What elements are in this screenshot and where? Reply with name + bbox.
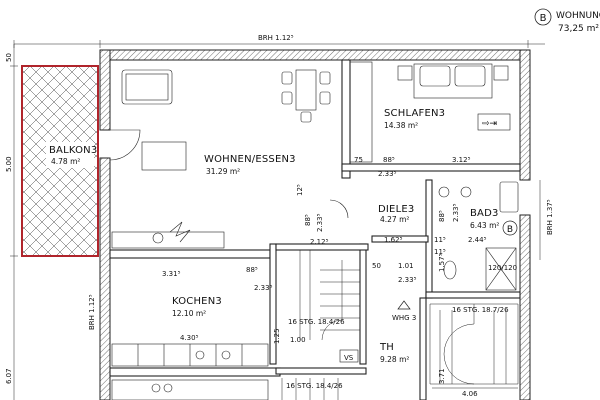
dim-88-wohnen: 88⁵	[304, 214, 312, 226]
stair-lower	[281, 378, 339, 400]
dim-371: 3.71	[438, 368, 446, 384]
room-name-wohnen: WOHNEN/ESSEN3	[204, 154, 296, 165]
room-area-th: 9.28 m²	[380, 355, 409, 364]
dim-212: 2.12⁵	[310, 238, 329, 246]
room-name-th: TH	[379, 342, 394, 353]
room-name-kochen: KOCHEN3	[172, 296, 222, 307]
dim-11b: 11⁵	[434, 248, 446, 256]
dim-left-500: 5.00	[5, 156, 13, 172]
brh-top-label: BRH 1.12⁵	[258, 34, 294, 42]
room-labels: WOHNEN/ESSEN3 31.29 m² SCHLAFEN3 14.38 m…	[172, 108, 499, 364]
dim-50: 50	[372, 262, 381, 270]
unit-badge-circle	[534, 8, 552, 26]
dim-233-diele: 2.33⁵	[452, 203, 460, 222]
dim-100: 1.00	[290, 336, 306, 344]
kitchen-counters	[111, 343, 269, 400]
bathroom-fixtures: B	[438, 181, 519, 291]
dim-157: 1.57⁵	[438, 253, 446, 272]
brh-left-label: BRH 1.12⁵	[88, 294, 96, 330]
bad-badge-circle	[502, 220, 518, 236]
dim-244: 2.44⁵	[468, 236, 487, 244]
unit-badge-letter: B	[540, 13, 547, 24]
room-name-diele: DIELE3	[378, 204, 414, 215]
dim-120: 120/120	[488, 264, 517, 272]
room-area-schlafen: 14.38 m²	[384, 121, 418, 130]
dim-125: 1.25	[273, 328, 281, 344]
dim-406: 4.06	[462, 390, 478, 398]
dim-233-schlafen: 2.33⁵	[378, 170, 397, 178]
dim-88-schlafen: 88⁵	[383, 156, 395, 164]
room-name-balkon: BALKON3	[49, 145, 97, 156]
escape-sign-icon: ⇨⇥	[482, 119, 497, 129]
bad-badge-letter: B	[507, 225, 513, 235]
dim-11a: 11⁵	[434, 236, 446, 244]
unit-header: B WOHNUNG 73,25 m²	[534, 8, 600, 34]
dim-331: 3.31⁵	[162, 270, 181, 278]
bedroom-furniture: ⇨⇥	[349, 61, 511, 163]
stair-label-center: 16 STG. 18.4/26	[288, 318, 345, 326]
unit-label: WOHNUNG	[556, 11, 600, 21]
dim-2335: 2.33⁵	[316, 213, 324, 232]
outer-walls: BRH 1.12⁵ BRH 1.37⁵	[88, 49, 554, 400]
room-area-bad: 6.43 m²	[470, 221, 499, 230]
dim-312: 3.12⁵	[452, 156, 471, 164]
dimension-labels: 75 88⁵ 3.12⁵ 2.33⁵ 88⁵ 12⁵ 2.33⁵ 2.12⁵ 1…	[162, 156, 517, 398]
room-name-schlafen: SCHLAFEN3	[384, 108, 445, 119]
room-name-bad: BAD3	[470, 208, 499, 219]
whg-label: WHG 3	[392, 314, 416, 322]
brh-right-label: BRH 1.37⁵	[546, 199, 554, 235]
room-area-diele: 4.27 m²	[380, 215, 409, 224]
unit-area: 73,25 m²	[558, 24, 599, 34]
dim-233-hall: 2.33⁵	[398, 276, 417, 284]
room-area-balkon: 4.78 m²	[51, 157, 80, 166]
dim-12: 12⁵	[296, 184, 304, 196]
stair-label-right: 16 STG. 18.7/26	[452, 306, 509, 314]
left-dimension-line: 50 5.00 6.07	[5, 44, 18, 400]
dim-233-kochen: 2.33⁵	[254, 284, 273, 292]
dim-left-607: 6.07	[5, 368, 13, 384]
room-area-wohnen: 31.29 m²	[206, 167, 240, 176]
dim-101: 1.01	[398, 262, 414, 270]
interior-walls	[109, 59, 521, 400]
dim-left-50: 50	[5, 53, 13, 62]
dim-75: 75	[354, 156, 363, 164]
dim-430: 4.30⁵	[180, 334, 199, 342]
living-furniture	[109, 69, 349, 249]
dim-162: 1.62⁵	[384, 236, 403, 244]
balcony: BALKON3 4.78 m²	[21, 65, 99, 257]
vs-label: VS	[344, 354, 354, 362]
up-arrow-icon	[397, 300, 411, 310]
misc-labels: 16 STG. 18.4/26 16 STG. 18.7/26 16 STG. …	[286, 300, 509, 390]
dim-88-kochen: 88⁵	[246, 266, 258, 274]
dim-88-diele: 88⁵	[438, 210, 446, 222]
room-area-kochen: 12.10 m²	[172, 309, 206, 318]
stair-label-lower: 16 STG. 18.4/26	[286, 382, 343, 390]
top-dimension-line: BRH 1.12⁵	[13, 34, 545, 48]
stair-right	[429, 303, 519, 389]
stair-center	[299, 250, 360, 363]
